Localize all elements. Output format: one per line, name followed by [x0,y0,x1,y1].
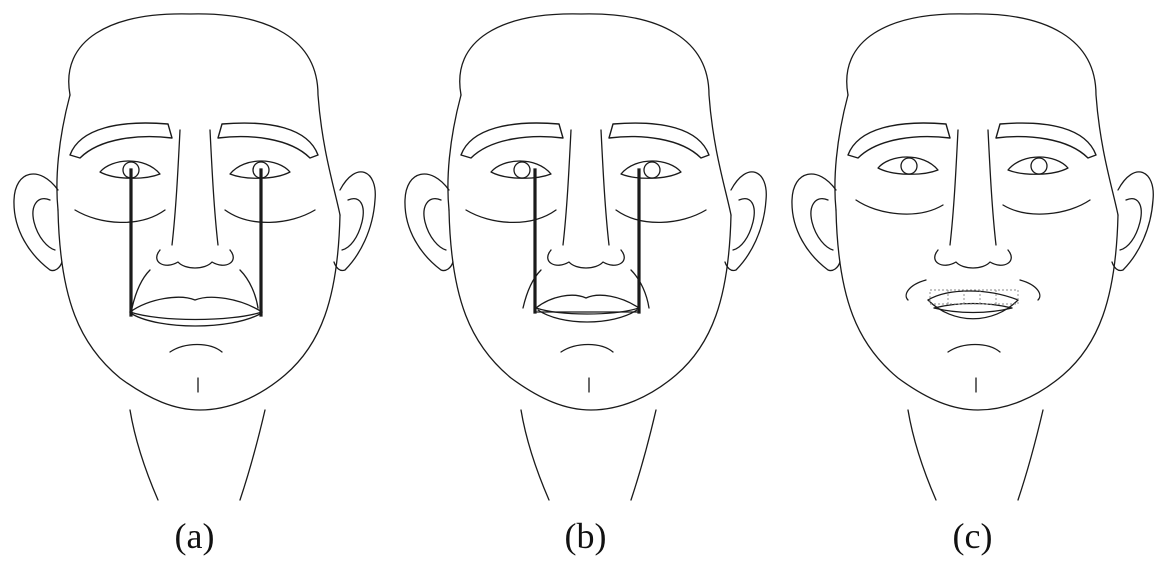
mouth [523,270,649,322]
eyebrows [461,123,709,158]
panel-a: (a) [0,0,389,563]
eyebrows [848,123,1096,158]
face-outline [57,14,340,500]
ear-left [14,174,62,271]
face-outline [835,14,1118,500]
measurement-lines [131,170,261,315]
chin [170,345,222,393]
mouth [130,270,262,326]
face-outline [448,14,731,500]
chin [948,345,1000,393]
panel-b: (b) [391,0,780,563]
eyes [856,157,1090,214]
eyebrows [70,123,318,158]
nose [548,130,625,268]
ear-left [792,174,840,271]
panel-c: (c) [778,0,1167,563]
eyes [75,161,315,222]
mouth [906,280,1040,319]
face-drawing-b [391,0,780,512]
eyes [466,161,706,222]
ear-left [405,174,453,271]
nose [935,130,1012,268]
panel-label-c: (c) [778,514,1167,558]
measurement-lines [535,170,639,312]
face-drawing-a [0,0,389,512]
face-drawing-c [778,0,1167,512]
chin [561,345,613,393]
panel-label-a: (a) [0,514,389,558]
nose [157,130,234,268]
lip-grid [930,290,1018,304]
panel-label-b: (b) [391,514,780,558]
